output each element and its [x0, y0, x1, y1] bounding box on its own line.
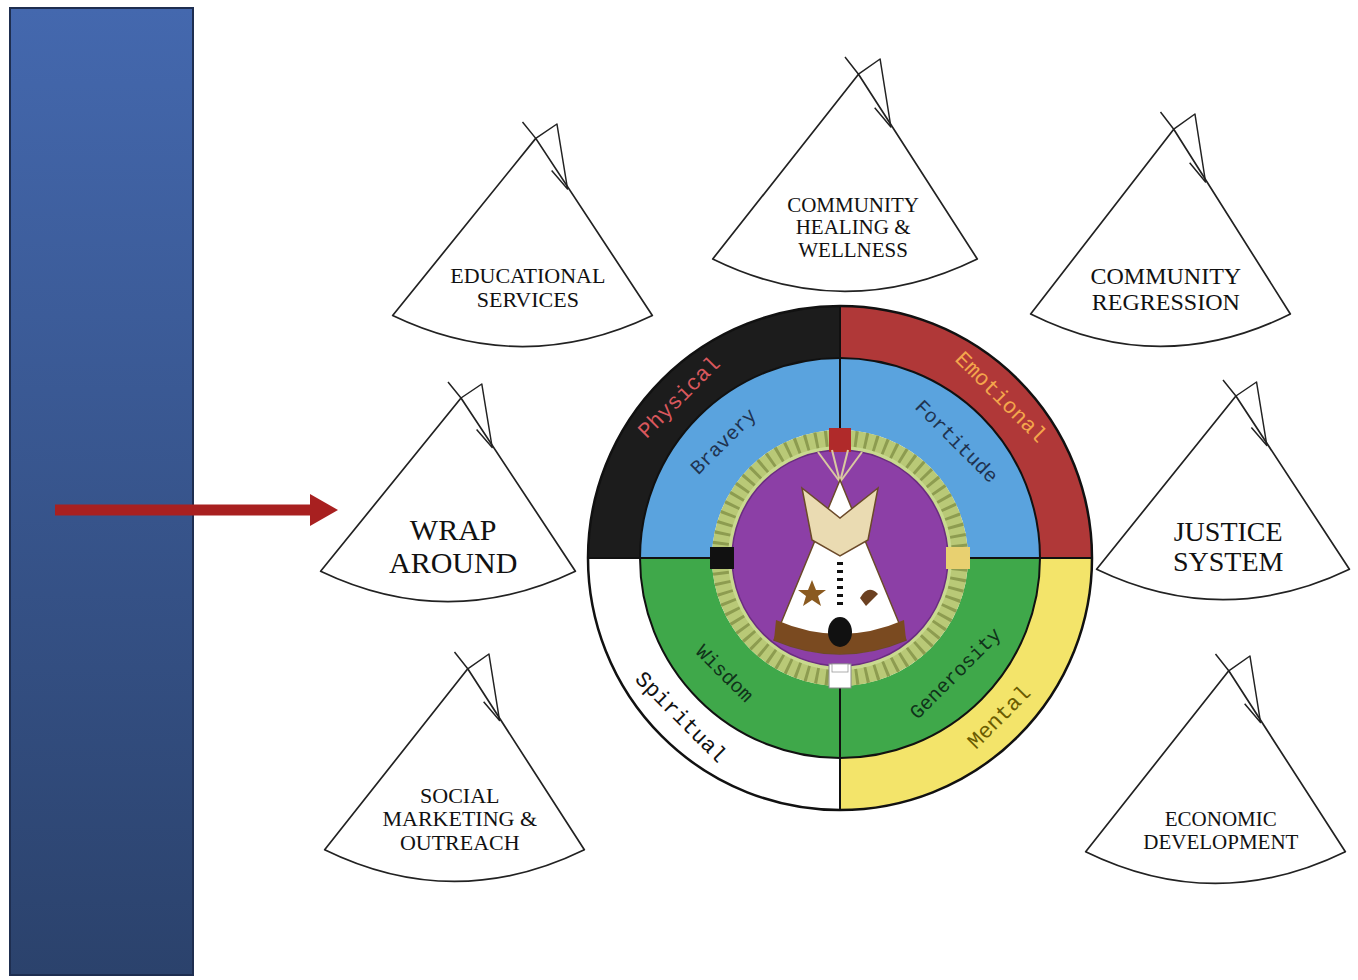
tipi-label: JUSTICE SYSTEM	[1143, 517, 1313, 577]
tipi-outline	[390, 120, 655, 350]
tipi-node: SOCIAL MARKETING & OUTREACH	[322, 650, 587, 885]
tipi-label: EDUCATIONAL SERVICES	[433, 264, 623, 312]
wheel-word: Mental	[963, 681, 1037, 755]
tipi-node: ECONOMIC DEVELOPMENT	[1083, 652, 1348, 887]
tipi-label: WRAP AROUND	[368, 514, 538, 579]
side-bar	[10, 8, 193, 975]
tipi-label: COMMUNITY HEALING & WELLNESS	[773, 194, 933, 262]
wheel-word: Bravery	[686, 404, 762, 480]
tipi-label: SOCIAL MARKETING & OUTREACH	[375, 784, 545, 855]
tipi-node: EDUCATIONAL SERVICES	[390, 120, 655, 350]
tipi-label: COMMUNITY REGRESSION	[1071, 264, 1261, 316]
wheel-word: Wisdom	[690, 640, 757, 707]
tipi-node: JUSTICE SYSTEM	[1094, 378, 1352, 603]
wheel-word: Fortitude	[910, 396, 1003, 489]
tipi-node: COMMUNITY REGRESSION	[1028, 110, 1293, 350]
pointer-arrow	[55, 494, 338, 526]
medicine-wheel	[588, 306, 1092, 810]
tipi-node: COMMUNITY HEALING & WELLNESS	[710, 55, 980, 295]
tipi-label: ECONOMIC DEVELOPMENT	[1121, 808, 1321, 853]
tipi-node: WRAP AROUND	[318, 380, 578, 605]
wheel-word: Physical	[634, 352, 726, 444]
